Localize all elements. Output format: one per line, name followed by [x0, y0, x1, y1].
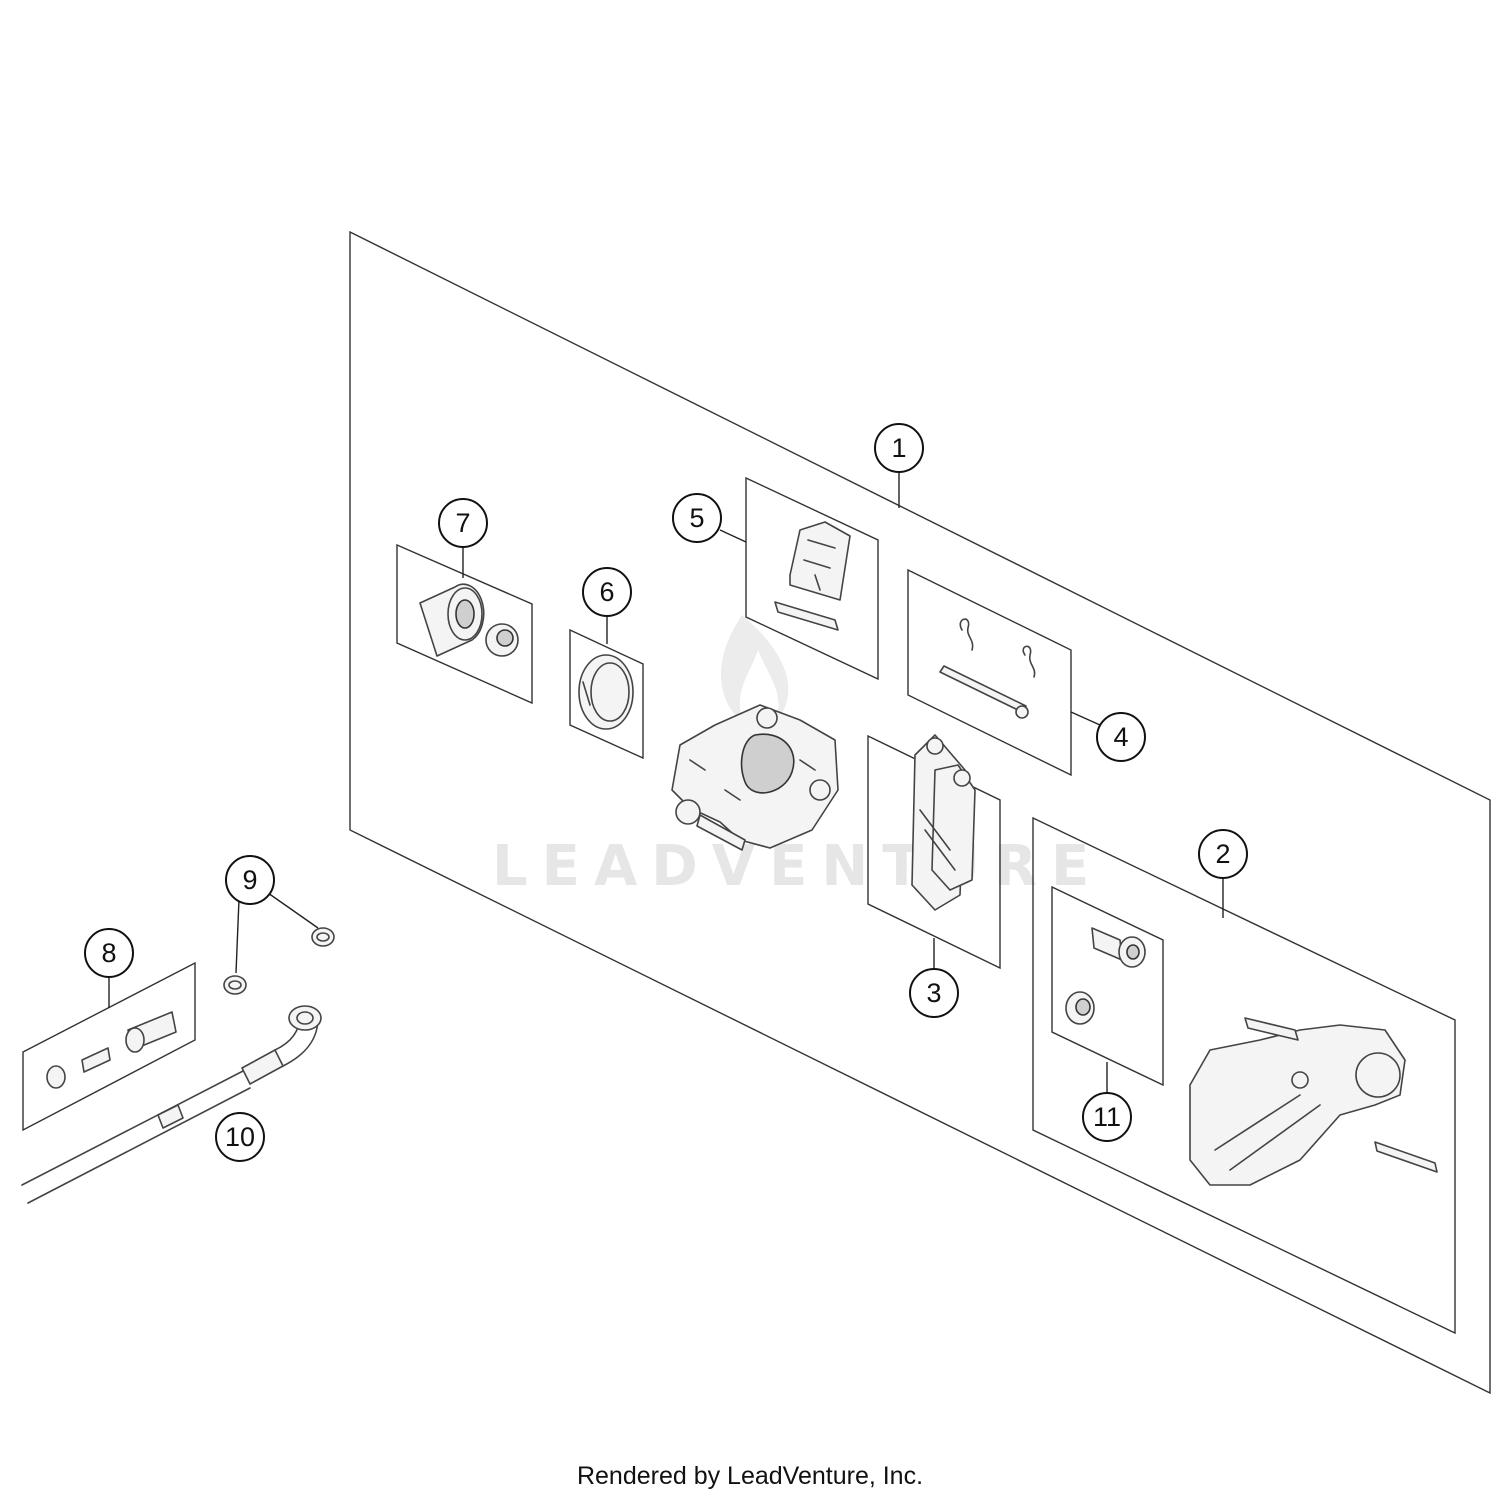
svg-text:10: 10	[225, 1122, 255, 1152]
callout-10: 10	[215, 1112, 265, 1162]
part-seal-ring	[578, 654, 634, 730]
frame-item-1	[349, 230, 1491, 1395]
frame-item-2	[1032, 816, 1456, 1335]
svg-text:4: 4	[1113, 722, 1128, 752]
callout-9: 9	[225, 855, 275, 905]
svg-text:9: 9	[242, 865, 257, 895]
svg-text:2: 2	[1215, 839, 1230, 869]
frame-item-5	[745, 476, 879, 681]
callout-4: 4	[1096, 712, 1146, 762]
part-pin-and-clips	[939, 618, 1036, 719]
callout-3: 3	[909, 968, 959, 1018]
part-o-rings	[223, 927, 335, 995]
part-bushings	[1065, 927, 1146, 1025]
svg-text:6: 6	[599, 577, 614, 607]
callout-5: 5	[672, 493, 722, 543]
svg-text:11: 11	[1093, 1102, 1121, 1132]
callout-8: 8	[84, 928, 134, 978]
svg-text:7: 7	[455, 508, 470, 538]
part-bleeder-kit	[46, 1011, 177, 1089]
part-piston	[419, 583, 519, 657]
svg-text:3: 3	[926, 978, 941, 1008]
frame-item-7	[396, 543, 533, 705]
frame-item-4	[907, 568, 1072, 777]
frame-item-11	[1051, 885, 1164, 1087]
callout-6: 6	[582, 567, 632, 617]
callout-1: 1	[874, 423, 924, 473]
callout-2: 2	[1198, 829, 1248, 879]
part-brake-line	[21, 1005, 322, 1204]
part-caliper-body	[671, 704, 839, 851]
footer-credit: Rendered by LeadVenture, Inc.	[576, 1462, 924, 1490]
watermark: LEADVENTURE	[492, 615, 1103, 899]
frame-item-8	[22, 961, 196, 1132]
callout-11: 11	[1082, 1092, 1132, 1142]
part-brake-pads	[911, 734, 976, 911]
svg-text:1: 1	[891, 433, 906, 463]
svg-text:5: 5	[689, 503, 704, 533]
callout-7: 7	[438, 498, 488, 548]
part-pad-spring	[774, 521, 851, 631]
part-caliper-bracket	[1189, 1017, 1438, 1186]
leader-lines	[108, 470, 1224, 1096]
svg-text:8: 8	[101, 938, 116, 968]
watermark-text: LEADVENTURE	[492, 834, 1103, 899]
frame-item-6	[569, 628, 644, 760]
